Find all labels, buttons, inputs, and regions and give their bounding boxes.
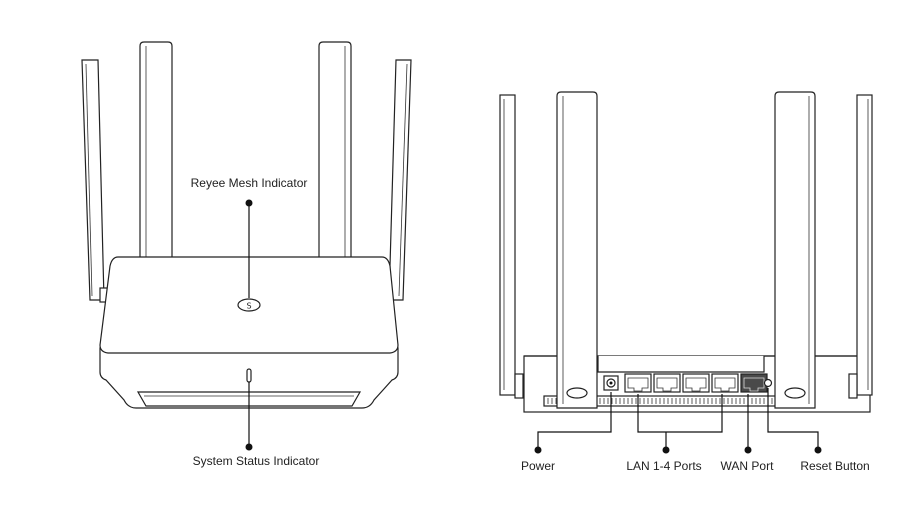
rear-leader-wan <box>744 394 752 454</box>
label-mesh-indicator: Reyee Mesh Indicator <box>190 176 308 190</box>
svg-text:S: S <box>246 302 251 311</box>
rear-antenna-outer-right <box>848 94 873 399</box>
rear-antenna-inner-left <box>556 91 598 409</box>
front-leader-mesh <box>245 199 253 298</box>
front-router-body: S <box>99 256 399 409</box>
ethernet-ports <box>624 373 768 393</box>
lan-port-1 <box>624 373 652 393</box>
reset-pinhole <box>763 378 773 388</box>
front-antenna-inner-right <box>318 41 352 263</box>
label-lan-ports: LAN 1-4 Ports <box>626 459 702 473</box>
front-antenna-inner-left <box>139 41 173 263</box>
rear-antenna-inner-right <box>774 91 816 409</box>
rear-leader-power <box>534 392 612 454</box>
rear-leader-reset <box>767 388 822 454</box>
lan-port-3 <box>682 373 710 393</box>
label-wan-port: WAN Port <box>720 459 774 473</box>
label-power: Power <box>520 459 556 473</box>
rear-leader-lan <box>637 394 723 454</box>
lan-port-2 <box>653 373 681 393</box>
power-jack <box>603 375 619 391</box>
front-antenna-outer-left <box>81 59 109 303</box>
label-status-indicator: System Status Indicator <box>192 454 320 468</box>
wan-port <box>740 373 768 393</box>
front-leader-status <box>245 382 253 451</box>
rear-antenna-outer-left <box>499 94 524 399</box>
label-reset-button: Reset Button <box>800 459 870 473</box>
lan-port-4 <box>711 373 739 393</box>
